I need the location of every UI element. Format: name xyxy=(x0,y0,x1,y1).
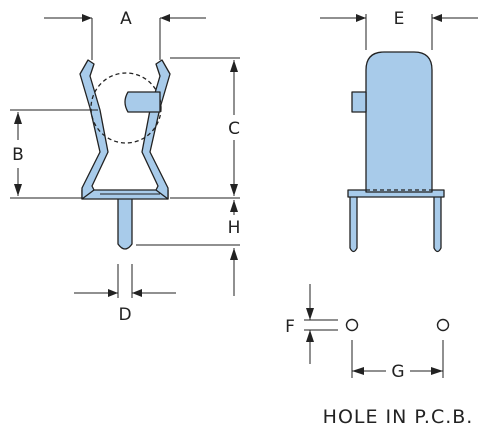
dimension-g: G xyxy=(351,340,444,382)
label-d: D xyxy=(118,305,131,325)
clip-tab xyxy=(124,91,161,113)
label-a: A xyxy=(120,9,132,29)
label-g: G xyxy=(391,362,404,382)
clip-front-view xyxy=(79,59,171,250)
clip-left-arm xyxy=(79,59,109,200)
dimension-c: C xyxy=(170,57,240,199)
dimension-f: F xyxy=(285,284,338,364)
label-f: F xyxy=(285,317,295,337)
caption-hole-in-pcb: HOLE IN P.C.B. xyxy=(323,406,474,428)
dimension-d: D xyxy=(74,264,176,325)
dimension-h: H xyxy=(136,200,240,296)
dimension-b: B xyxy=(10,109,98,199)
pcb-hole-pattern xyxy=(345,318,450,332)
clip-side-view xyxy=(347,51,445,253)
side-body xyxy=(365,51,433,193)
label-b: B xyxy=(12,145,24,165)
label-h: H xyxy=(228,218,241,238)
dimension-e: E xyxy=(320,9,478,50)
fuse-outline xyxy=(90,72,162,144)
dimension-a: A xyxy=(44,9,206,60)
side-pin-left xyxy=(349,191,358,253)
label-c: C xyxy=(228,119,240,139)
side-pin-right xyxy=(433,191,442,253)
pcb-hole-right xyxy=(436,318,450,332)
pcb-hole-left xyxy=(345,318,359,332)
label-e: E xyxy=(394,9,405,29)
side-tab xyxy=(351,91,367,113)
clip-pin xyxy=(117,195,133,250)
clip-right-arm xyxy=(141,59,171,200)
